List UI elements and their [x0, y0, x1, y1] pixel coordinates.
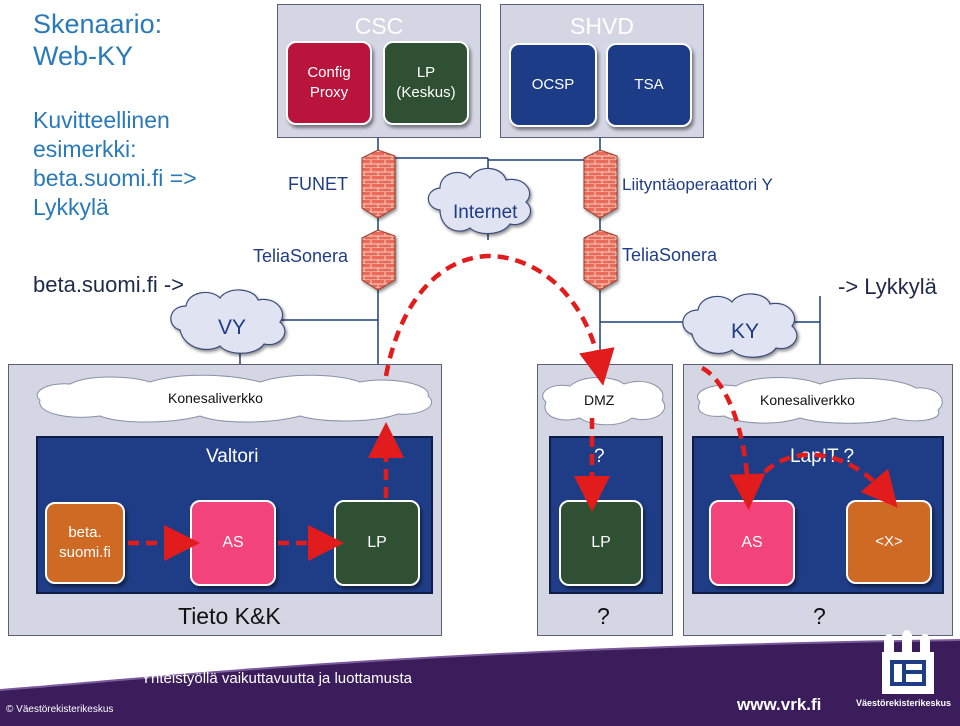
left-konesaliverkko-label: Konesaliverkko: [168, 390, 263, 406]
funet-label: FUNET: [288, 174, 348, 194]
dmz-label: DMZ: [584, 392, 615, 408]
flow-arrows: [128, 253, 898, 561]
internet-label: Internet: [453, 202, 518, 223]
lp-keskus-box: LP (Keskus): [383, 41, 469, 125]
firewall-icon: [583, 149, 618, 219]
middle-footer-question: ?: [597, 603, 610, 629]
flow-arrow-to-as: [700, 365, 766, 510]
vrk-logo-icon: [882, 630, 934, 694]
internet-cloud-icon: [427, 167, 532, 235]
scenario-title-line1: Skenaario:: [33, 9, 163, 39]
tsa-box: TSA: [606, 43, 692, 127]
flow-arrow-as-to-x: [752, 452, 898, 508]
middle-question-label: ?: [594, 446, 605, 467]
teliasonera-right-label: TeliaSonera: [622, 245, 718, 265]
liityntaoperaattori-label: Liityntäoperaattori Y: [622, 175, 773, 194]
config-proxy-box: Config Proxy: [286, 41, 372, 125]
right-flow-label: -> Lykkylä: [838, 274, 937, 299]
scenario-subtitle-line2: esimerkki:: [33, 136, 137, 162]
vy-cloud-icon: [170, 289, 286, 354]
vy-label: VY: [218, 316, 247, 339]
footer-copyright: © Väestörekisterikeskus: [6, 704, 114, 715]
vrk-logo-text: Väestörekisterikeskus: [856, 698, 952, 708]
footer-url-link[interactable]: www.vrk.fi: [737, 695, 822, 714]
right-footer-question: ?: [813, 603, 826, 629]
footer-slogan: Yhteistyöllä vaikuttavuutta ja luottamus…: [141, 670, 412, 687]
valtori-label: Valtori: [206, 446, 259, 467]
scenario-title: Skenaario: Web-KY: [33, 8, 162, 72]
left-flow-label: beta.suomi.fi ->: [33, 272, 185, 297]
csc-title: CSC: [354, 13, 404, 39]
beta-suomi-box: beta. suomi.fi: [45, 502, 125, 584]
flow-arrow-internet-arc: [383, 253, 615, 386]
teliasonera-left-label: TeliaSonera: [253, 246, 349, 266]
firewall-icon: [361, 229, 396, 291]
firewall-icon: [361, 149, 396, 219]
ky-cloud-icon: [682, 293, 798, 358]
tieto-kk-label: Tieto K&K: [178, 603, 281, 629]
right-as-box: AS: [709, 500, 795, 586]
middle-lp-box: LP: [559, 500, 643, 586]
ocsp-box: OCSP: [509, 43, 597, 127]
ky-label: KY: [731, 320, 760, 343]
scenario-subtitle-line1: Kuvitteellinen: [33, 107, 170, 133]
scenario-subtitle: Kuvitteellinen esimerkki: beta.suomi.fi …: [33, 106, 197, 222]
left-lp-box: LP: [334, 500, 420, 586]
shvd-title: SHVD: [570, 13, 634, 39]
firewall-icon: [583, 229, 618, 291]
scenario-title-line2: Web-KY: [33, 41, 134, 71]
scenario-subtitle-line3: beta.suomi.fi =>: [33, 165, 197, 191]
x-box: <X>: [846, 500, 932, 584]
right-konesaliverkko-label: Konesaliverkko: [760, 392, 855, 408]
scenario-subtitle-line4: Lykkylä: [33, 194, 109, 220]
